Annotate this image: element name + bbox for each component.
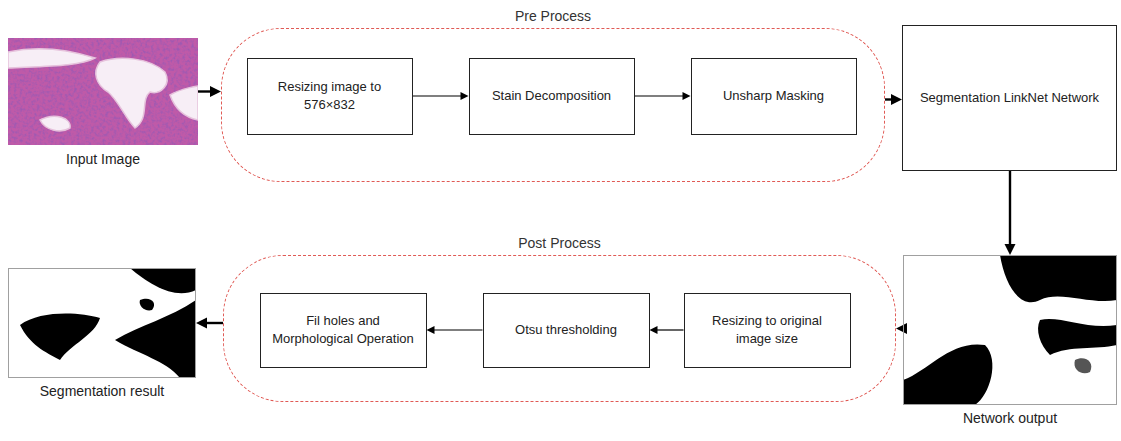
process-box: Resizing image to 576×832	[247, 58, 413, 135]
histology-image	[8, 38, 198, 145]
process-box: Fil holes and Morphological Operation	[260, 293, 427, 368]
group-outline: Pre ProcessResizing image to 576×832Stai…	[221, 28, 885, 182]
box-label: Resizing image to 576×832	[258, 78, 402, 113]
group-heading: Pre Process	[222, 8, 884, 24]
flow-arrow	[434, 329, 483, 330]
process-box: Unsharp Masking	[691, 58, 857, 135]
process-box: Otsu thresholding	[483, 293, 650, 368]
image-panel: Network output	[903, 255, 1117, 405]
image-panel: Segmentation result	[8, 268, 196, 378]
group-heading: Post Process	[224, 235, 895, 251]
image-panel: Input Image	[8, 38, 198, 145]
arrow-head	[1005, 244, 1016, 255]
image-caption: Segmentation result	[0, 383, 235, 399]
image-caption: Network output	[864, 410, 1121, 426]
network-output-image	[903, 255, 1117, 405]
arrow-head	[650, 326, 658, 334]
arrow-head	[683, 92, 691, 100]
process-box: Resizing to original image size	[684, 293, 851, 368]
flow-arrow	[885, 98, 892, 100]
group-outline: Post ProcessResizing to original image s…	[223, 255, 896, 402]
image-caption: Input Image	[0, 151, 238, 167]
flow-arrow	[657, 329, 684, 330]
segmentation-result-image	[8, 268, 196, 378]
box-label: Segmentation LinkNet Network	[920, 89, 1099, 107]
arrow-head	[427, 326, 435, 334]
box-label: Fil holes and Morphological Operation	[271, 312, 416, 347]
flow-arrow	[198, 90, 211, 92]
arrow-head	[461, 92, 469, 100]
process-box: Segmentation LinkNet Network	[902, 25, 1117, 171]
flow-arrow	[1009, 171, 1011, 245]
flow-arrow	[635, 95, 684, 96]
arrow-head	[210, 86, 221, 97]
arrow-head	[896, 323, 907, 334]
flow-arrow	[413, 95, 462, 96]
box-label: Resizing to original image size	[695, 312, 840, 347]
process-box: Stain Decomposition	[469, 58, 635, 135]
arrow-head	[891, 94, 902, 105]
flow-arrow	[206, 322, 223, 324]
box-label: Unsharp Masking	[723, 87, 824, 105]
arrow-head	[196, 318, 207, 329]
box-label: Otsu thresholding	[515, 321, 617, 339]
box-label: Stain Decomposition	[492, 87, 611, 105]
